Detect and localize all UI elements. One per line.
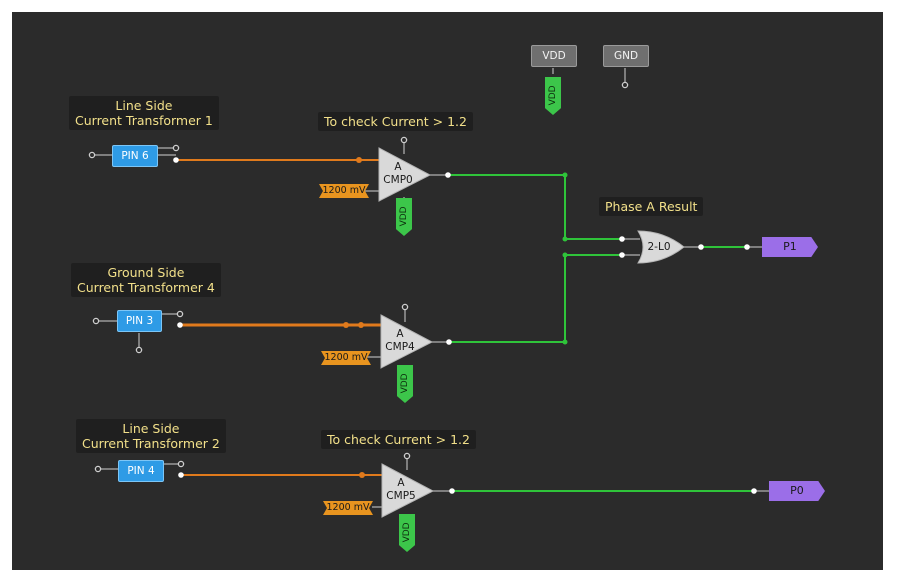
cmp4-label-name: CMP4 — [385, 341, 415, 353]
pin6-terminal-top[interactable] — [172, 144, 180, 152]
p1-in-dot[interactable] — [744, 244, 750, 250]
lut-out-dot[interactable] — [698, 244, 704, 250]
cmp4-body[interactable] — [380, 314, 434, 369]
vdd-tag-cmp0[interactable]: VDD — [396, 198, 412, 236]
junction-dot-4 — [562, 339, 568, 345]
vdd-block[interactable]: VDD — [531, 45, 577, 67]
cmp4-in-dot-b[interactable] — [358, 322, 364, 328]
vdd-tag-supply[interactable]: VDD — [545, 77, 561, 115]
lut-in-dot-1[interactable] — [619, 236, 625, 242]
pin4-out-dot[interactable] — [178, 472, 184, 478]
pin6-out-dot[interactable] — [173, 157, 179, 163]
label-check-current-top: To check Current > 1.2 — [318, 112, 473, 131]
label-line-side-1-l2: Current Transformer 1 — [75, 113, 213, 128]
wire-cmp0-lut — [448, 174, 622, 240]
cmp0-top-terminal[interactable] — [400, 136, 408, 144]
cmp4-top-terminal[interactable] — [401, 303, 409, 311]
threshold-cmp4[interactable]: 1200 mV — [321, 351, 371, 365]
cmp0-body[interactable] — [378, 147, 432, 202]
cmp4-label-a: A — [396, 328, 404, 340]
pin4-terminal-top[interactable] — [177, 460, 185, 468]
cmp0-label-a: A — [394, 161, 402, 173]
cmp4-label: A CMP4 — [381, 328, 419, 354]
pin-3[interactable]: PIN 3 — [117, 310, 162, 332]
vdd-tag-cmp0-text: VDD — [399, 206, 409, 227]
pin3-terminal-bottom[interactable] — [135, 346, 143, 354]
junction-dot-3 — [562, 252, 568, 258]
label-ground-side-4-l2: Current Transformer 4 — [77, 280, 215, 295]
gnd-block[interactable]: GND — [603, 45, 649, 67]
wires-layer — [88, 68, 769, 518]
lut-in-dot-2[interactable] — [619, 252, 625, 258]
vdd-tag-cmp5[interactable]: VDD — [399, 514, 415, 552]
label-line-side-2-l1: Line Side — [122, 421, 180, 436]
cmp5-label-name: CMP5 — [386, 490, 416, 502]
pin-6[interactable]: PIN 6 — [112, 145, 158, 167]
label-line-side-2-l2: Current Transformer 2 — [82, 436, 220, 451]
wire-cmp4-lut — [449, 254, 622, 343]
pin4-in-terminal[interactable] — [94, 465, 102, 473]
cmp5-label-a: A — [397, 477, 405, 489]
cmp5-body[interactable] — [381, 463, 435, 518]
cmp4-in-dot-a[interactable] — [343, 322, 349, 328]
label-line-side-1: Line Side Current Transformer 1 — [69, 96, 219, 130]
cmp0-out-dot[interactable] — [445, 172, 451, 178]
cmp5-top-terminal[interactable] — [403, 452, 411, 460]
label-check-current-bottom: To check Current > 1.2 — [321, 430, 476, 449]
cmp0-label-name: CMP0 — [383, 174, 413, 186]
cmp5-label: A CMP5 — [382, 477, 420, 503]
cmp5-in-dot[interactable] — [359, 472, 365, 478]
diagram-canvas: Line Side Current Transformer 1 Ground S… — [12, 12, 883, 570]
vdd-tag-cmp4[interactable]: VDD — [397, 365, 413, 403]
junction-dot-2 — [562, 236, 568, 242]
label-ground-side-4-l1: Ground Side — [107, 265, 185, 280]
threshold-cmp0[interactable]: 1200 mV — [319, 184, 369, 198]
vdd-tag-cmp5-text: VDD — [402, 522, 412, 543]
pin3-terminal-top[interactable] — [176, 310, 184, 318]
cmp4-out-dot[interactable] — [446, 339, 452, 345]
gnd-terminal[interactable] — [621, 81, 629, 89]
label-phase-a-result: Phase A Result — [599, 197, 704, 216]
pin-4[interactable]: PIN 4 — [118, 460, 164, 482]
port-p0[interactable]: P0 — [769, 481, 825, 501]
pin6-in-terminal[interactable] — [88, 151, 96, 159]
vdd-tag-cmp4-text: VDD — [400, 373, 410, 394]
label-ground-side-4: Ground Side Current Transformer 4 — [71, 263, 221, 297]
label-line-side-1-l1: Line Side — [115, 98, 173, 113]
label-line-side-2: Line Side Current Transformer 2 — [76, 419, 226, 453]
pin3-out-dot[interactable] — [177, 322, 183, 328]
lut-label: 2-L0 — [647, 241, 671, 253]
cmp0-label: A CMP0 — [379, 161, 417, 187]
cmp5-out-dot[interactable] — [449, 488, 455, 494]
port-p1[interactable]: P1 — [762, 237, 818, 257]
pin3-in-terminal[interactable] — [92, 317, 100, 325]
lut-body[interactable] — [637, 230, 685, 264]
cmp0-in-dot[interactable] — [356, 157, 362, 163]
junction-dot-1 — [562, 172, 568, 178]
p0-in-dot[interactable] — [751, 488, 757, 494]
vdd-tag-supply-text: VDD — [548, 85, 558, 106]
threshold-cmp5[interactable]: 1200 mV — [323, 501, 373, 515]
